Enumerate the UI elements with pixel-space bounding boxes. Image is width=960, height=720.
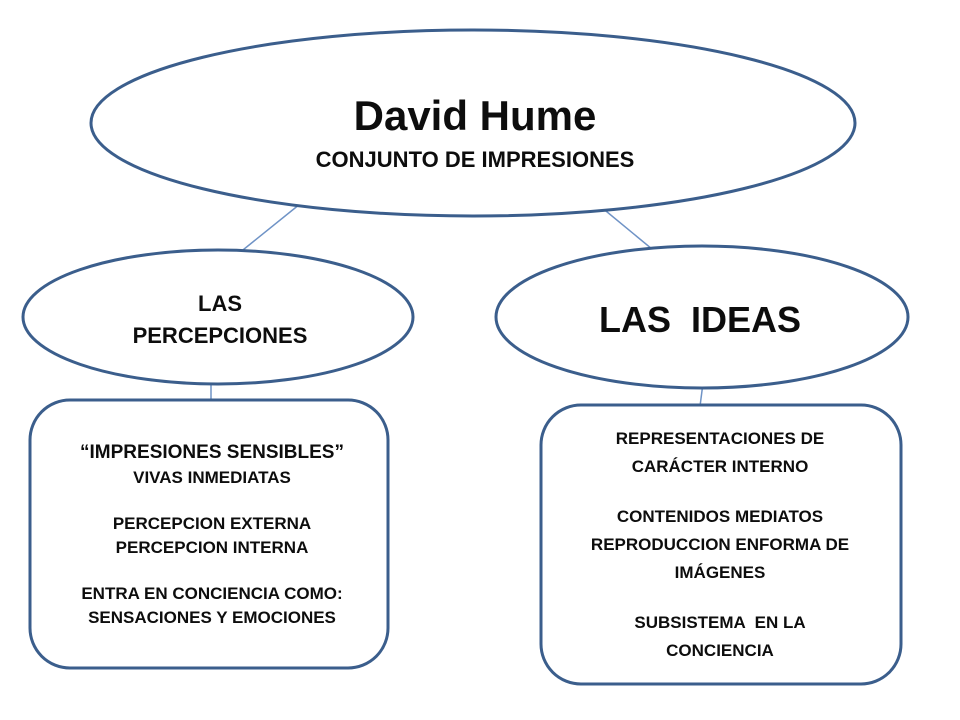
representaciones-line: IMÁGENES <box>674 563 766 582</box>
ideas-node: LAS IDEAS <box>500 270 900 370</box>
ideas-ellipse <box>494 244 910 390</box>
impresiones-line: VIVAS INMEDIATAS <box>133 468 291 487</box>
impresiones-line: ENTRA EN CONCIENCIA COMO: <box>81 584 343 603</box>
representaciones-line: REPRESENTACIONES DE <box>615 429 825 448</box>
percepciones-node: LAS PERCEPCIONES <box>40 270 400 370</box>
representaciones-line: CONCIENCIA <box>666 641 774 660</box>
representaciones-line: CARÁCTER INTERNO <box>631 457 809 476</box>
representaciones-line: REPRODUCCION ENFORMA DE <box>590 535 850 554</box>
root-node: David Hume CONJUNTO DE IMPRESIONES <box>150 78 800 188</box>
impresiones-box-content: “IMPRESIONES SENSIBLES” VIVAS INMEDIATAS… <box>36 410 388 660</box>
impresiones-heading: “IMPRESIONES SENSIBLES” <box>80 442 344 463</box>
impresiones-box <box>28 398 390 670</box>
root-ellipse <box>89 28 857 218</box>
impresiones-line: SENSACIONES Y EMOCIONES <box>88 608 336 627</box>
representaciones-line: CONTENIDOS MEDIATOS <box>616 507 824 526</box>
impresiones-line: PERCEPCION INTERNA <box>115 538 309 557</box>
impresiones-line: PERCEPCION EXTERNA <box>112 514 312 533</box>
representaciones-box <box>539 403 903 686</box>
percepciones-ellipse <box>21 248 415 386</box>
root-title: David Hume <box>353 92 597 139</box>
percepciones-label-line: LAS <box>198 291 242 316</box>
root-subtitle: CONJUNTO DE IMPRESIONES <box>315 147 635 172</box>
ideas-label: LAS IDEAS <box>598 299 802 340</box>
representaciones-box-content: REPRESENTACIONES DE CARÁCTER INTERNO CON… <box>545 410 895 680</box>
percepciones-label-line: PERCEPCIONES <box>132 323 308 348</box>
representaciones-line: SUBSISTEMA EN LA <box>634 613 806 632</box>
